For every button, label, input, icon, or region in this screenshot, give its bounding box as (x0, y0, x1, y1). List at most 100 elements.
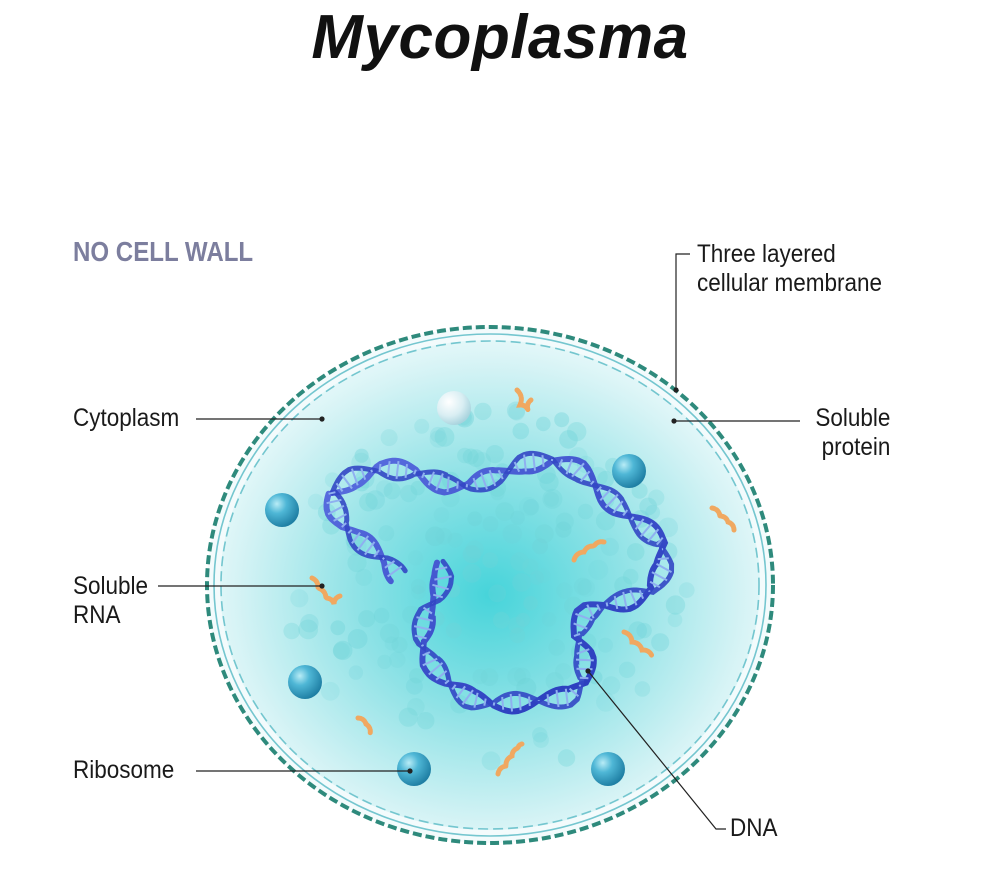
cytoplasm-leader-dot (319, 416, 325, 422)
cytoplasm-particle (522, 558, 539, 575)
cytoplasm-particle (405, 677, 423, 695)
ribosome-particle (265, 493, 299, 527)
dna-base-pairs (326, 453, 672, 712)
cytoplasm-particle (410, 480, 425, 496)
dna-base-pair (523, 454, 527, 472)
cytoplasm-particle (347, 629, 368, 649)
dna-base-pair (518, 693, 522, 711)
dna-base-pair (461, 689, 474, 706)
cytoplasm-particle (365, 490, 386, 510)
dna-base-pair (576, 648, 590, 655)
cytoplasm-particle (467, 511, 483, 527)
cytoplasm-particle (555, 663, 572, 680)
cytoplasm-particle (380, 429, 398, 447)
soluble-rna-strand (621, 629, 655, 659)
dna-base-pair (622, 509, 629, 517)
dna-base-pair (501, 696, 505, 710)
cytoplasm-particle (512, 422, 530, 440)
cytoplasm-particle (359, 492, 378, 512)
soluble-protein-particle (437, 391, 471, 425)
dna-base-pair (364, 541, 376, 556)
cytoplasm-particle (354, 448, 369, 463)
cytoplasm-particle (400, 484, 418, 503)
cytoplasm-particle (544, 491, 559, 507)
cytoplasm-particle (407, 698, 425, 716)
cytoplasm-particle (628, 621, 647, 640)
dna-base-pair (568, 687, 580, 698)
ribosome-particle (612, 454, 646, 488)
cytoplasm-particle (541, 612, 557, 627)
cytoplasm-particle (518, 497, 539, 517)
membrane-layer-outer (205, 325, 775, 845)
cytoplasm-particle (529, 570, 544, 585)
dna-base-pair (455, 685, 466, 699)
cytoplasm-particle (391, 636, 408, 654)
dna-base-pair (435, 566, 448, 571)
cytoplasm-particle (636, 622, 652, 639)
cytoplasm-particle (488, 584, 507, 603)
cytoplasm-particle (358, 610, 376, 628)
dna-base-pair (446, 476, 450, 492)
dna-base-pair (604, 493, 619, 509)
cytoplasm-particle (462, 448, 479, 465)
cytoplasm-particle (485, 445, 504, 464)
cytoplasm-particle (555, 521, 572, 538)
dna-base-pair (328, 491, 336, 495)
cytoplasm-particle (389, 651, 406, 668)
cytoplasm-particle (425, 526, 445, 547)
cytoplasm-particle (665, 595, 686, 615)
dna-base-pair (434, 575, 452, 581)
dna-base-pair (613, 595, 619, 610)
cytoplasm-particle (631, 482, 648, 499)
dna-base-pair (422, 657, 438, 667)
dna-base-pair (564, 688, 569, 707)
cytoplasm-particle (474, 402, 492, 421)
dna-base-pair (435, 473, 444, 491)
dna-base-pair (492, 702, 496, 706)
cytoplasm-particle (523, 595, 538, 611)
dna-base-pair (622, 591, 628, 610)
ribosome-leader-dot (407, 768, 413, 774)
cytoplasm-particle (298, 619, 319, 640)
cytoplasm-particle (435, 527, 453, 545)
cytoplasm-particle (411, 585, 426, 600)
dna-base-pair (422, 606, 433, 615)
cytoplasm-particle (384, 636, 399, 651)
dna-base-pair (612, 500, 624, 514)
dna-base-pair (483, 698, 487, 706)
soluble-rna-strand (355, 715, 373, 737)
cytoplasm-particle (414, 418, 430, 434)
dna-base-pair (573, 632, 581, 638)
cytoplasm-particle (355, 568, 373, 586)
dna-base-pair (528, 696, 531, 707)
dna-base-pair (432, 583, 449, 591)
dna-base-pair (451, 684, 457, 690)
cytoplasm-particle (472, 452, 492, 471)
dna-leader (587, 670, 726, 830)
cytoplasm-particle (598, 637, 613, 653)
cytoplasm-particle (430, 426, 446, 443)
soluble-rna-leader-dot (319, 583, 325, 589)
dna-base-pair (341, 522, 347, 528)
cytoplasm-particle (347, 553, 367, 573)
dna-base-pair (513, 461, 521, 473)
dna-base-pair (656, 563, 672, 573)
soluble-rna-strand (514, 387, 534, 412)
dna-base-pair (413, 625, 432, 631)
dna-base-pair (565, 458, 574, 475)
cytoplasm-particle (495, 502, 515, 521)
dna-base-pair (509, 693, 513, 712)
cytoplasm-particle (559, 430, 578, 449)
dna-base-pair (428, 662, 444, 676)
dna-base-pair (575, 658, 594, 662)
label-soluble-rna-line1: Soluble (73, 572, 149, 600)
cytoplasm-particle (556, 582, 573, 599)
cytoplasm-particle (512, 573, 531, 592)
dna-base-pair (404, 463, 408, 479)
dna-base-pair (414, 634, 427, 640)
cytoplasm-particle (639, 497, 658, 516)
cytoplasm-particle (648, 489, 665, 506)
soluble-rna-strand (571, 539, 607, 563)
dna-base-pair (656, 536, 664, 546)
cytoplasm-particle (555, 512, 574, 531)
